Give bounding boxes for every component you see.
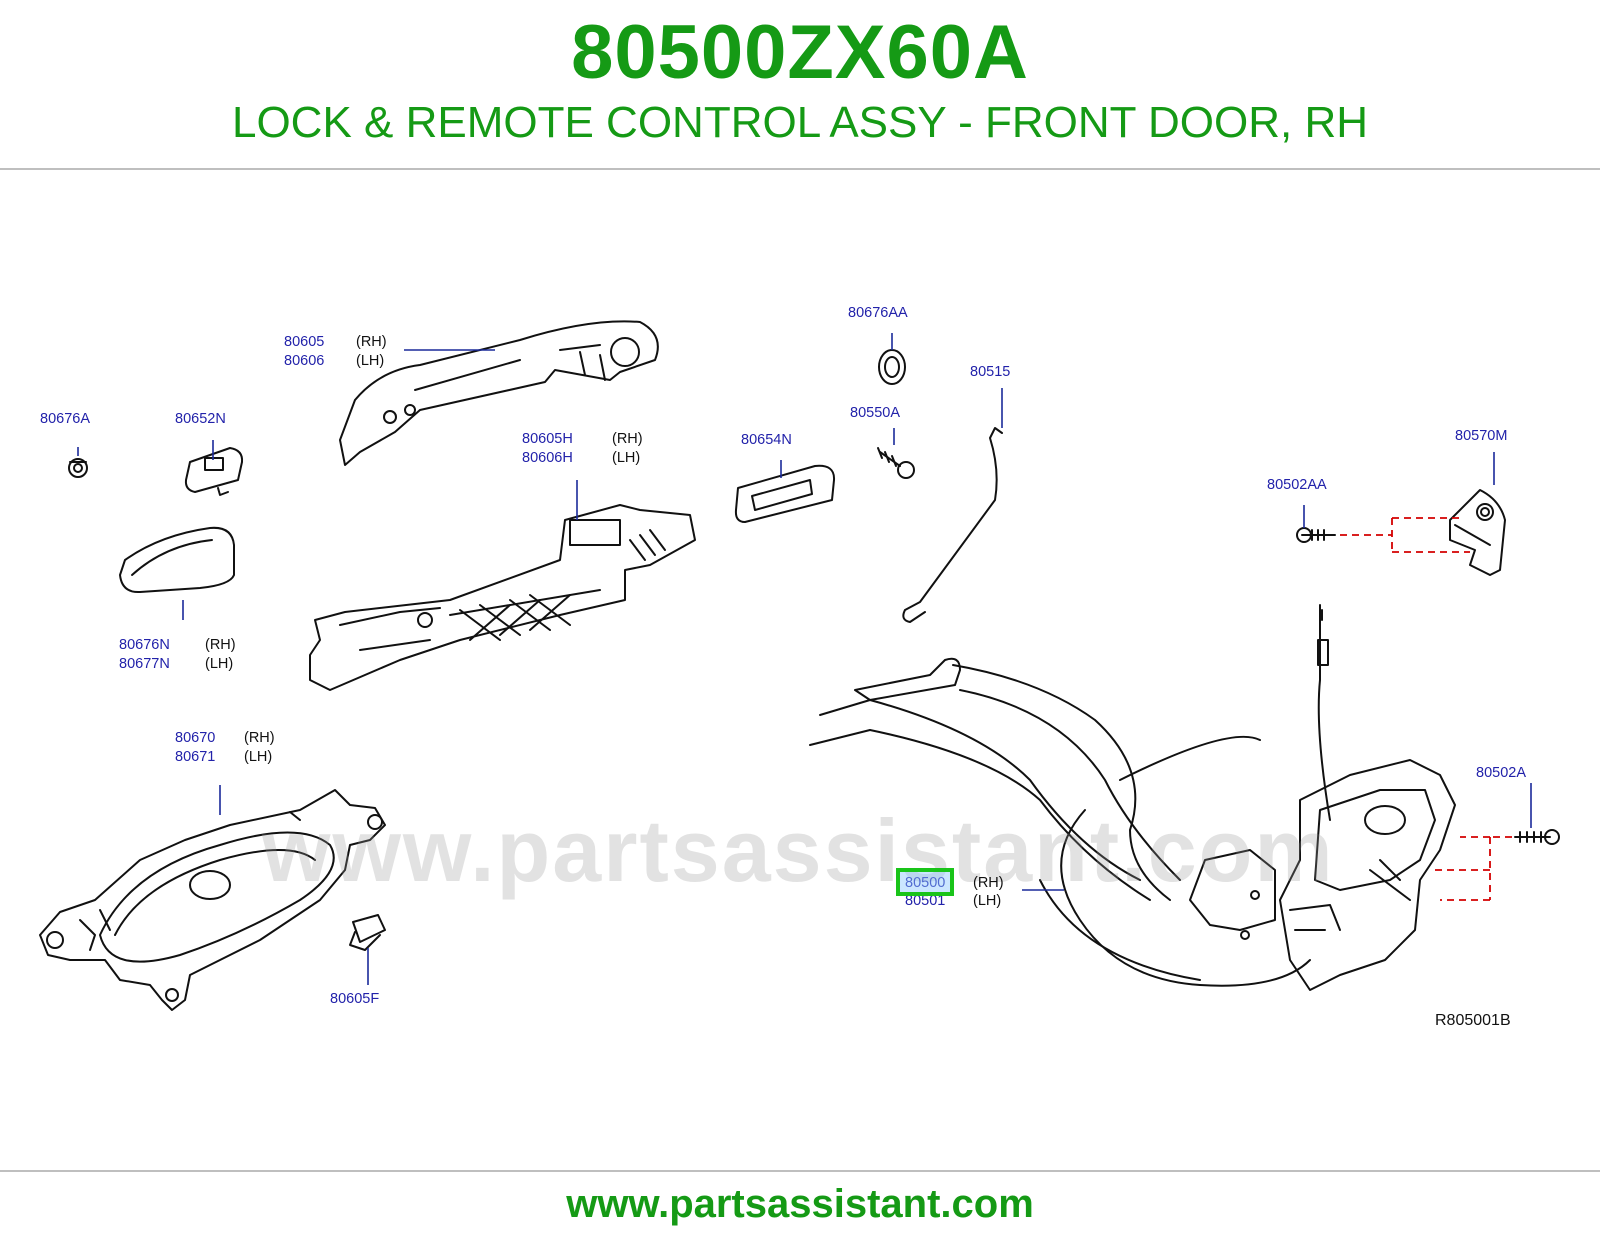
label-80605-side: (RH) (356, 334, 387, 350)
label-80605H-side: (RH) (612, 431, 643, 447)
screw-80502A-drawing (1514, 829, 1560, 845)
bolt-80550A-drawing (877, 447, 915, 479)
handle-bracket-80605H-drawing (309, 504, 696, 691)
label-80550A[interactable]: 80550A (850, 405, 900, 421)
dashed-alignment-lines (1340, 517, 1512, 901)
label-80606H-side: (LH) (612, 450, 641, 466)
label-80676AA[interactable]: 80676AA (848, 305, 908, 321)
label-80500-side: (RH) (973, 875, 1004, 891)
label-80654N[interactable]: 80654N (741, 432, 792, 448)
highlighted-part-box (896, 868, 954, 896)
lock-assembly-80500-drawing (809, 604, 1456, 991)
label-80501-side: (LH) (973, 893, 1002, 909)
grommet-80676AA-drawing (878, 349, 906, 385)
label-80502A[interactable]: 80502A (1476, 765, 1526, 781)
watermark-text: www.partsassistant.com (262, 801, 1335, 900)
label-80670-side: (RH) (244, 730, 275, 746)
clip-80676A-drawing (68, 458, 88, 478)
label-80676N-side: (RH) (205, 637, 236, 653)
leader-lines (77, 333, 1532, 985)
part-number-title: 80500ZX60A (571, 10, 1029, 95)
footer-website-link[interactable]: www.partsassistant.com (566, 1182, 1034, 1226)
diagram-reference-code: R805001B (1435, 1012, 1511, 1029)
label-80670[interactable]: 80670 (175, 730, 216, 746)
label-80501[interactable]: 80501 (905, 893, 946, 909)
page-header: 80500ZX60A LOCK & REMOTE CONTROL ASSY - … (0, 0, 1600, 168)
label-80605H[interactable]: 80605H (522, 431, 573, 447)
label-80515[interactable]: 80515 (970, 364, 1011, 380)
label-80500[interactable]: 80500 (905, 875, 946, 891)
gasket-80654N-drawing (734, 464, 836, 523)
inside-handle-80670-drawing (39, 789, 386, 1011)
cap-80652N-drawing (184, 447, 244, 496)
label-80676A[interactable]: 80676A (40, 411, 90, 427)
part-description: LOCK & REMOTE CONTROL ASSY - FRONT DOOR,… (231, 98, 1368, 147)
label-80605[interactable]: 80605 (284, 334, 325, 350)
label-80570M[interactable]: 80570M (1455, 428, 1508, 444)
label-80671-side: (LH) (244, 749, 273, 765)
parts-diagram: www.partsassistant.com 80605 (RH) 80606 … (0, 170, 1600, 1170)
striker-80570M-drawing (1296, 489, 1506, 576)
label-80676N[interactable]: 80676N (119, 637, 170, 653)
label-80605F[interactable]: 80605F (330, 991, 380, 1007)
clip-80605F-drawing (349, 914, 386, 951)
label-80606-side: (LH) (356, 353, 385, 369)
outside-handle-drawing (339, 320, 659, 466)
label-80606[interactable]: 80606 (284, 353, 325, 369)
diagram-drawing (39, 320, 1560, 1011)
rod-80515-drawing (902, 427, 1003, 623)
footer-divider (0, 1170, 1600, 1172)
label-80502AA[interactable]: 80502AA (1267, 477, 1327, 493)
label-80677N[interactable]: 80677N (119, 656, 170, 672)
label-80652N[interactable]: 80652N (175, 411, 226, 427)
label-80677N-side: (LH) (205, 656, 234, 672)
label-80671[interactable]: 80671 (175, 749, 216, 765)
label-80606H[interactable]: 80606H (522, 450, 573, 466)
escutcheon-80676N-drawing (119, 526, 235, 594)
header-divider (0, 168, 1600, 170)
